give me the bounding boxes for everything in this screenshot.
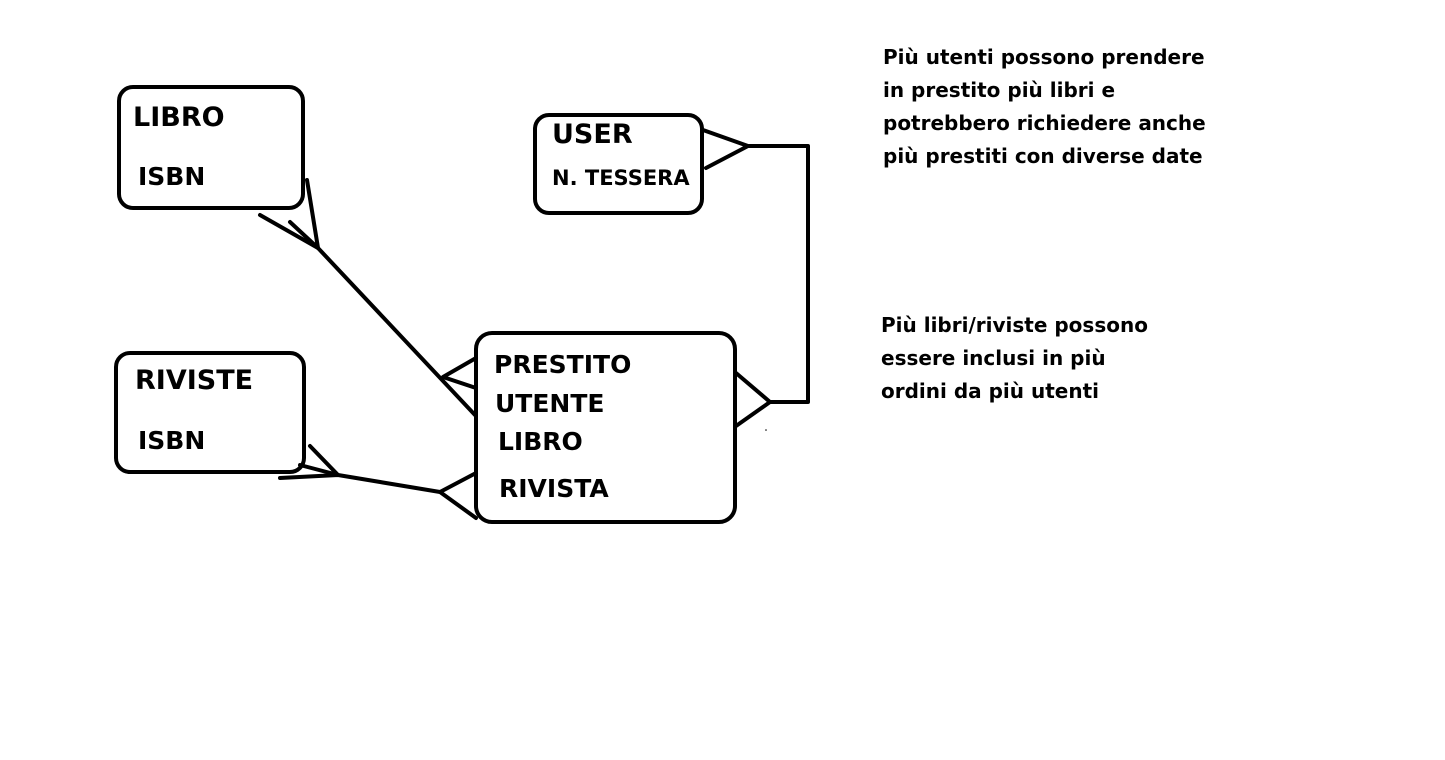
note-line: in prestito più libri e bbox=[883, 78, 1116, 102]
entity-attr-prestito-libro: LIBRO bbox=[498, 427, 583, 456]
entity-box-user bbox=[533, 113, 704, 215]
entity-box-riviste bbox=[114, 351, 306, 474]
crowfoot-libro-end bbox=[288, 178, 320, 250]
entity-title-libro: LIBRO bbox=[133, 102, 225, 133]
entity-attr-prestito-utente: UTENTE bbox=[495, 389, 605, 418]
relationship-riviste-prestito bbox=[278, 444, 478, 520]
connector-line bbox=[258, 213, 477, 417]
crowfoot-riviste-end bbox=[298, 444, 340, 477]
note-line: Più utenti possono prendere bbox=[883, 45, 1205, 69]
connector-line bbox=[278, 473, 442, 494]
crowfoot-prestito-end bbox=[441, 356, 478, 390]
relationship-user-prestito bbox=[701, 128, 810, 428]
note-line: essere inclusi in più bbox=[881, 346, 1106, 370]
entity-attr-riviste-isbn: ISBN bbox=[138, 426, 206, 455]
note-items-orders: Più libri/riviste possono essere inclusi… bbox=[881, 309, 1148, 408]
entity-attr-user-tessera: N. TESSERA bbox=[552, 166, 690, 190]
note-line: Più libri/riviste possono bbox=[881, 313, 1148, 337]
note-user-loans: Più utenti possono prendere in prestito … bbox=[883, 41, 1206, 173]
connector-line bbox=[746, 144, 810, 404]
note-line: potrebbero richiedere anche bbox=[883, 111, 1206, 135]
stray-dot bbox=[765, 429, 767, 431]
crowfoot-prestito-end bbox=[734, 371, 772, 428]
entity-attr-libro-isbn: ISBN bbox=[138, 162, 206, 191]
crowfoot-user-end bbox=[701, 128, 750, 170]
note-line: più prestiti con diverse date bbox=[883, 144, 1203, 168]
entity-title-prestito: PRESTITO bbox=[494, 350, 632, 379]
entity-box-libro bbox=[117, 85, 305, 210]
entity-title-riviste: RIVISTE bbox=[135, 365, 254, 396]
entity-title-user: USER bbox=[552, 119, 633, 150]
relationship-libro-prestito bbox=[258, 178, 478, 417]
note-line: ordini da più utenti bbox=[881, 379, 1099, 403]
entity-attr-prestito-rivista: RIVISTA bbox=[499, 474, 609, 503]
crowfoot-prestito-end bbox=[438, 471, 478, 520]
